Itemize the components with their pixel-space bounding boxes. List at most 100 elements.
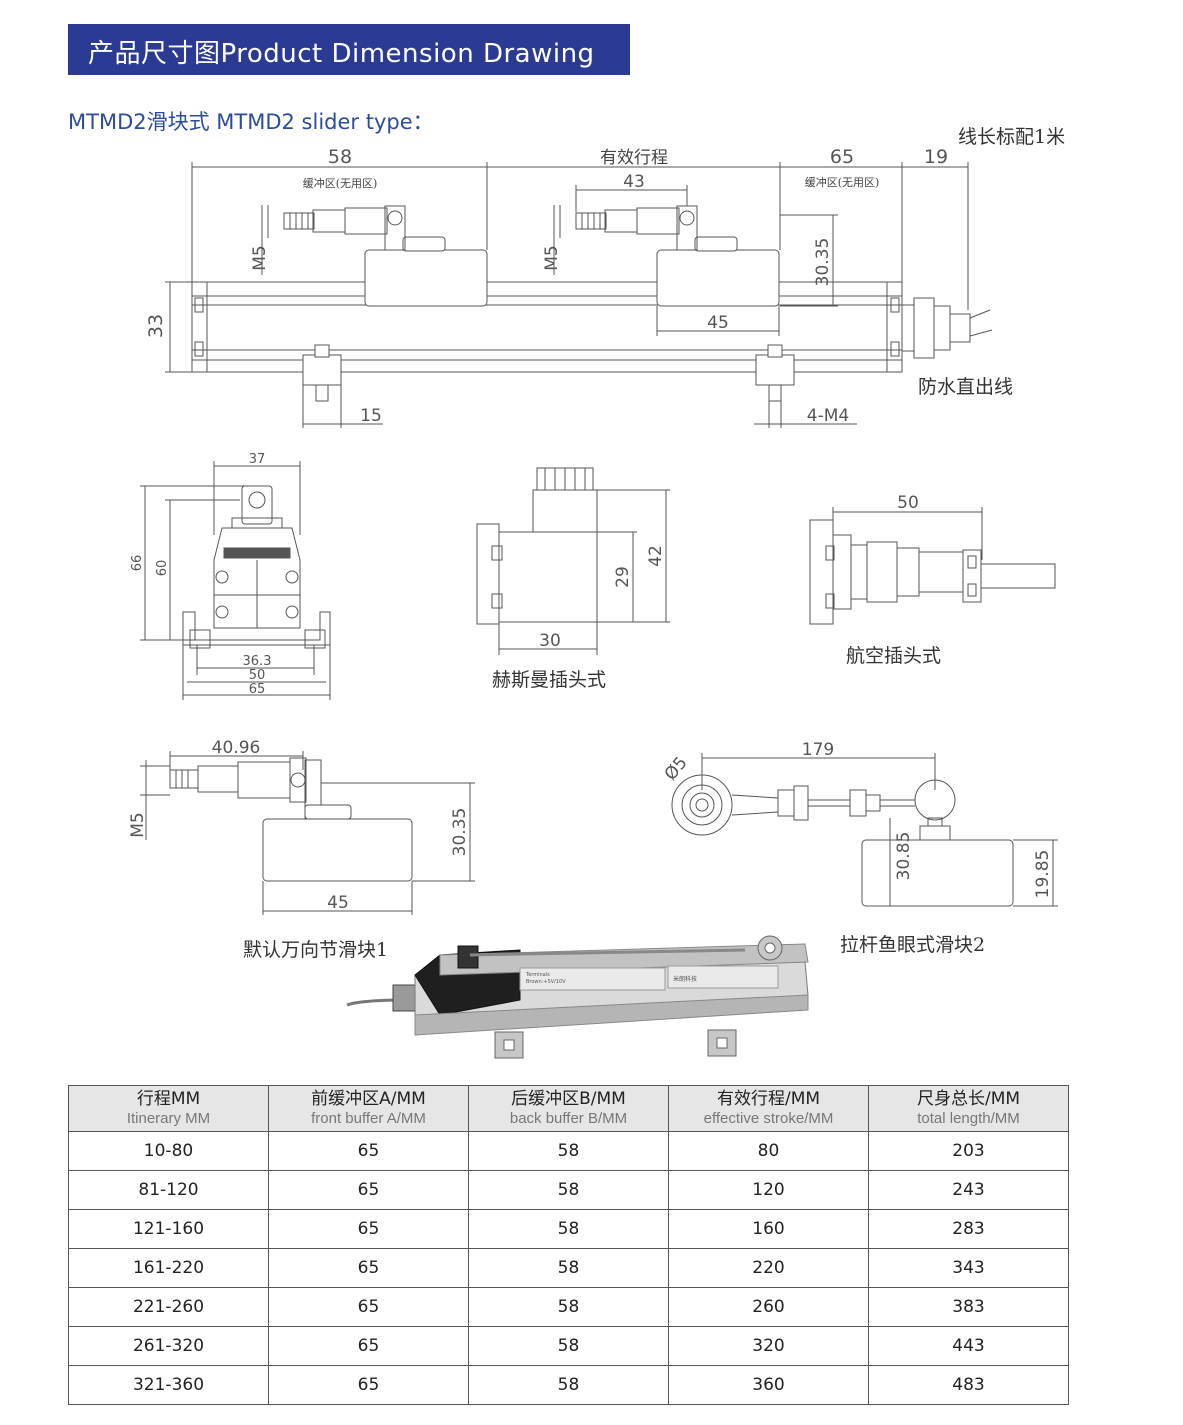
universal-dim-30-35: 30.35 — [450, 808, 470, 857]
dim-foot-width: 15 — [360, 406, 382, 426]
table-cell: 120 — [668, 1170, 869, 1210]
table-cell: 320 — [668, 1326, 869, 1366]
rod-dim-30-85: 30.85 — [894, 832, 914, 881]
table-cell: 160 — [668, 1209, 869, 1249]
dim-mount-holes: 4-M4 — [807, 406, 849, 426]
table-cell: 58 — [468, 1248, 669, 1288]
table-cell: 58 — [468, 1131, 669, 1171]
aviation-dim-50: 50 — [897, 493, 919, 513]
table-cell: 58 — [468, 1170, 669, 1210]
rod-dim-phi5: Ø5 — [661, 753, 692, 784]
end-dim-37: 37 — [249, 452, 266, 467]
table-cell: 65 — [268, 1248, 469, 1288]
table-cell: 65 — [268, 1326, 469, 1366]
table-cell: 10-80 — [68, 1131, 269, 1171]
end-dim-66: 66 — [130, 555, 145, 572]
table-cell: 483 — [868, 1365, 1069, 1405]
table-cell: 58 — [468, 1326, 669, 1366]
table-cell: 121-160 — [68, 1209, 269, 1249]
universal-dim-m5: M5 — [128, 812, 148, 837]
main-dimension-drawing: 58 缓冲区(无用区) 有效行程 65 缓冲区(无用区) 19 33 — [145, 146, 993, 428]
table-cell: 443 — [868, 1326, 1069, 1366]
dim-effective-stroke: 有效行程 — [600, 148, 668, 168]
table-cell: 81-120 — [68, 1170, 269, 1210]
universal-slider-drawing: 40.96 M5 30.35 45 — [128, 738, 475, 915]
table-cell: 383 — [868, 1287, 1069, 1327]
section-title: 产品尺寸图Product Dimension Drawing — [88, 39, 595, 69]
cable-length-note: 线长标配1米 — [958, 126, 1066, 148]
table-cell: 343 — [868, 1248, 1069, 1288]
back-buffer-note: 缓冲区(无用区) — [805, 175, 880, 189]
end-dim-50: 50 — [249, 668, 266, 683]
model-subtitle: MTMD2滑块式 MTMD2 slider type： — [68, 110, 434, 134]
rod-dim-179: 179 — [802, 740, 834, 760]
section-banner: 产品尺寸图Product Dimension Drawing — [68, 24, 630, 75]
end-view-drawing: 37 66 60 36.3 50 65 — [130, 452, 331, 700]
end-dim-60: 60 — [155, 560, 170, 577]
table-cell: 65 — [268, 1209, 469, 1249]
dim-cable-end: 19 — [924, 146, 948, 168]
dim-slider-height: 30.35 — [813, 238, 833, 287]
table-cell: 360 — [668, 1365, 869, 1405]
dim-front-buffer: 58 — [328, 146, 352, 168]
table-cell: 161-220 — [68, 1248, 269, 1288]
table-cell: 65 — [268, 1287, 469, 1327]
table-cell: 283 — [868, 1209, 1069, 1249]
table-cell: 260 — [668, 1287, 869, 1327]
universal-slider-label: 默认万向节滑块1 — [243, 939, 389, 961]
waterproof-label: 防水直出线 — [918, 376, 1014, 398]
hirschmann-label: 赫斯曼插头式 — [492, 669, 607, 691]
product-photo: Terminals Brown:+5V/10V 米朗科技 — [346, 935, 809, 1059]
table-cell: 65 — [268, 1365, 469, 1405]
dim-m5-b: M5 — [542, 245, 562, 270]
table-cell: 243 — [868, 1170, 1069, 1210]
table-cell: 58 — [468, 1287, 669, 1327]
rod-slider-drawing: 179 Ø5 30.85 19.85 — [661, 740, 1058, 907]
dim-body-height: 33 — [145, 314, 167, 338]
dim-slider-connector: 43 — [623, 172, 645, 192]
table-cell: 261-320 — [68, 1326, 269, 1366]
photo-label-2: Brown:+5V/10V — [526, 979, 566, 985]
end-dim-36-3: 36.3 — [243, 654, 272, 669]
table-cell: 58 — [468, 1365, 669, 1405]
front-buffer-note: 缓冲区(无用区) — [303, 176, 378, 190]
photo-label-1: Terminals — [525, 972, 550, 978]
table-cell: 220 — [668, 1248, 869, 1288]
dim-m5-a: M5 — [250, 245, 270, 270]
photo-brand: 米朗科技 — [673, 975, 697, 983]
dimension-drawings: 58 缓冲区(无用区) 有效行程 65 缓冲区(无用区) 19 33 — [128, 146, 1058, 1059]
table-cell: 203 — [868, 1131, 1069, 1171]
dim-slider-width: 45 — [707, 313, 729, 333]
table-cell: 65 — [268, 1170, 469, 1210]
rod-dim-19-85: 19.85 — [1033, 850, 1053, 899]
hirschmann-dim-30: 30 — [539, 631, 561, 651]
table-cell: 58 — [468, 1209, 669, 1249]
hirschmann-dim-29: 29 — [613, 566, 633, 588]
hirschmann-dim-42: 42 — [646, 545, 666, 567]
aviation-plug-drawing: 50 — [809, 493, 1056, 625]
aviation-label: 航空插头式 — [846, 645, 942, 667]
dim-back-buffer: 65 — [830, 146, 854, 168]
rod-slider-label: 拉杆鱼眼式滑块2 — [840, 934, 986, 956]
hirschmann-plug-drawing: 29 42 30 — [476, 467, 670, 655]
end-dim-65: 65 — [249, 682, 266, 697]
universal-dim-40-96: 40.96 — [212, 738, 261, 758]
table-cell: 65 — [268, 1131, 469, 1171]
table-cell: 321-360 — [68, 1365, 269, 1405]
table-cell: 80 — [668, 1131, 869, 1171]
table-cell: 221-260 — [68, 1287, 269, 1327]
